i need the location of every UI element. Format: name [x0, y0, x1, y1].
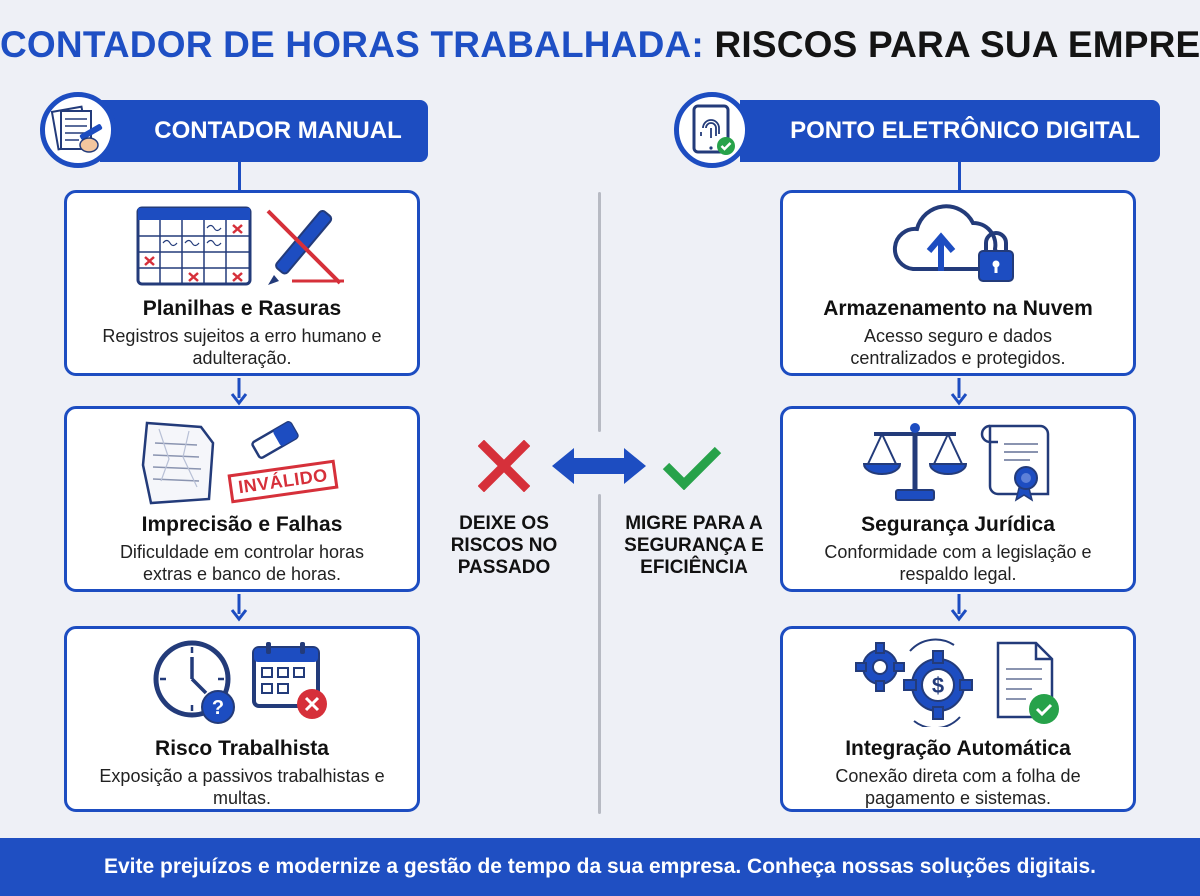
crossed-pen-icon — [266, 209, 344, 285]
gears-dollar-icon: $ — [855, 638, 973, 727]
arrow-down-icon — [230, 594, 248, 622]
eraser-icon — [251, 421, 299, 459]
calendar-x-icon — [252, 642, 327, 719]
title-part-1: CONTADOR DE HORAS TRABALHADA: — [0, 24, 704, 65]
arrow-down-icon — [950, 378, 968, 406]
card-nuvem-illustration — [783, 201, 1133, 291]
left-slogan: DEIXE OS RISCOS NO PASSADO — [450, 513, 558, 578]
card-risco-title: Risco Trabalhista — [155, 737, 329, 760]
spreadsheet-icon — [136, 206, 252, 286]
card-integracao-title: Integração Automática — [845, 737, 1071, 760]
arrow-down-icon — [230, 378, 248, 406]
card-juridica-title: Segurança Jurídica — [861, 513, 1055, 536]
right-slogan: MIGRE PARA A SEGURANÇA E EFICIÊNCIA — [624, 513, 764, 578]
digital-circle — [674, 92, 750, 168]
double-arrow-icon — [552, 448, 646, 484]
card-imprecisao-title: Imprecisão e Falhas — [141, 513, 343, 536]
center-divider-bottom — [598, 494, 601, 814]
digital-header: PONTO ELETRÔNICO DIGITAL — [740, 100, 1160, 162]
card-integracao: $ Integração Automática Conexão direta c… — [780, 626, 1136, 812]
card-planilhas: Planilhas e Rasuras Registros sujeitos a… — [64, 190, 420, 376]
manual-connector — [238, 162, 241, 190]
page-title: CONTADOR DE HORAS TRABALHADA: RISCOS PAR… — [0, 24, 1200, 66]
green-check-icon — [662, 446, 722, 490]
document-check-icon — [996, 641, 1059, 724]
arrow-down-icon — [950, 594, 968, 622]
tablet-fingerprint-icon — [692, 104, 735, 155]
scales-icon — [862, 423, 968, 501]
footer-text: Evite prejuízos e modernize a gestão de … — [104, 855, 1096, 878]
title-part-2: RISCOS PARA SUA EMPRESA — [714, 24, 1200, 65]
paper-writing-icon — [50, 105, 103, 153]
cloud-upload-lock-icon — [892, 204, 1014, 282]
digital-header-label: PONTO ELETRÔNICO DIGITAL — [790, 117, 1140, 144]
red-x-icon — [478, 440, 530, 492]
digital-connector — [958, 162, 961, 190]
crumpled-paper-icon — [141, 421, 215, 505]
card-nuvem: Armazenamento na Nuvem Acesso seguro e d… — [780, 190, 1136, 376]
card-risco-illustration: ? — [67, 637, 417, 727]
card-planilhas-illustration — [67, 201, 417, 291]
manual-circle — [40, 92, 116, 168]
card-planilhas-desc: Registros sujeitos a erro humano e adult… — [102, 326, 382, 368]
manual-header: CONTADOR MANUAL — [100, 100, 428, 162]
card-risco-desc: Exposição a passivos trabalhistas e mult… — [99, 766, 385, 808]
card-integracao-illustration: $ — [783, 637, 1133, 727]
manual-header-label: CONTADOR MANUAL — [154, 117, 402, 144]
card-imprecisao-desc: Dificuldade em controlar horas extras e … — [119, 542, 365, 584]
card-juridica-illustration — [783, 417, 1133, 507]
footer-banner: Evite prejuízos e modernize a gestão de … — [0, 838, 1200, 896]
card-imprecisao-illustration: INVÁLIDO — [67, 417, 417, 507]
card-imprecisao: INVÁLIDO Imprecisão e Falhas Dificuldade… — [64, 406, 420, 592]
card-juridica: Segurança Jurídica Conformidade com a le… — [780, 406, 1136, 592]
invalid-stamp: INVÁLIDO — [227, 459, 339, 504]
card-juridica-desc: Conformidade com a legislação e respaldo… — [824, 542, 1092, 584]
card-planilhas-title: Planilhas e Rasuras — [142, 297, 342, 320]
svg-text:$: $ — [932, 673, 944, 698]
clock-question-icon: ? — [153, 640, 235, 724]
card-nuvem-desc: Acesso seguro e dados centralizados e pr… — [850, 326, 1066, 368]
card-risco: ? Risco Trabalhista Exposição a passivos… — [64, 626, 420, 812]
card-integracao-desc: Conexão direta com a folha de pagamento … — [835, 766, 1081, 808]
svg-text:?: ? — [212, 697, 224, 719]
certificate-icon — [980, 424, 1050, 502]
card-nuvem-title: Armazenamento na Nuvem — [823, 297, 1093, 320]
center-divider-top — [598, 192, 601, 432]
